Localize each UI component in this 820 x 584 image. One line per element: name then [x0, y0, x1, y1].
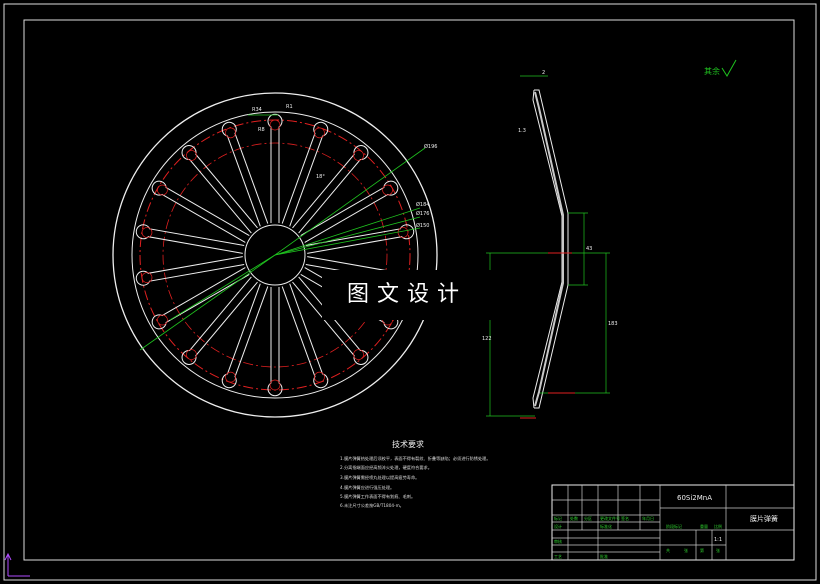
finger-slot	[300, 180, 399, 243]
dim-label: 2	[542, 70, 545, 76]
cell-label: 标准化	[600, 523, 612, 529]
cell-label: 共	[666, 547, 670, 553]
finger-slot	[221, 283, 269, 389]
dim-label: Ø150	[416, 222, 429, 229]
dim-label: R8	[258, 127, 265, 133]
cell-label: 签名	[621, 515, 629, 521]
outer-circle	[112, 92, 438, 418]
finger-slot	[151, 180, 250, 243]
slot-end-hole	[186, 349, 197, 360]
finger-slot	[267, 287, 283, 397]
cell-label: 更改文件号	[600, 515, 620, 521]
cell-label: 重量	[700, 523, 708, 529]
inner-border	[23, 19, 795, 561]
slot-end-hole	[186, 150, 197, 161]
profile-inner	[532, 89, 563, 409]
profile-section-fill	[534, 91, 564, 407]
finger-slot	[292, 276, 369, 365]
dim-label: 183	[608, 321, 618, 327]
finger-slot	[181, 145, 258, 234]
cell-label: 审核	[554, 538, 562, 544]
slot-end-hole	[314, 371, 325, 383]
scale-value: 1:1	[714, 537, 722, 543]
title-block: 60Si2MnA 膜片弹簧 1:1 标记 处数 分区 更改文件号 签名 年月日 …	[551, 484, 795, 561]
cell-label: 工艺	[554, 554, 562, 559]
slot-end-hole	[353, 150, 364, 161]
slot-end-hole	[225, 127, 236, 139]
cell-label: 年月日	[642, 515, 654, 521]
profile-outer	[534, 89, 569, 409]
roughness-symbol	[721, 59, 737, 77]
part-name: 膜片弹簧	[750, 514, 778, 523]
ucs-icon	[4, 552, 30, 577]
finger-slot	[221, 121, 269, 227]
roughness-note: 其余	[704, 59, 737, 77]
dim-label: R1	[286, 104, 293, 110]
finger-slot	[281, 121, 329, 227]
red-arrows	[520, 252, 575, 419]
title-block-frame	[551, 484, 795, 561]
title-block-grid	[552, 485, 794, 560]
slot-end-hole	[314, 127, 325, 139]
inner-rim-circle	[131, 111, 419, 399]
finger-slot	[267, 113, 283, 223]
slot-end-hole	[269, 119, 281, 131]
tech-item: 3.膜片弹簧需经喷丸处理以提高疲劳寿命。	[340, 474, 419, 481]
dim-label: 43	[586, 246, 592, 252]
side-dimension-labels: 2 1.3 43 122 183	[482, 70, 618, 342]
side-section-view: 2 1.3 43 122 183	[482, 70, 618, 419]
cell-label: 第	[700, 547, 704, 553]
tech-item: 1.膜片弹簧热处理后须校平，表面不得有裂纹、折叠等缺陷；必须进行防锈处理。	[340, 455, 491, 462]
cell-label: 处数	[570, 515, 578, 521]
tech-item: 2.分离指端面应经高频淬火处理，硬度符合要求。	[340, 464, 432, 471]
tech-item: 6.未注尺寸公差按GB/T1804-m。	[340, 502, 404, 509]
cell-label: 标记	[554, 515, 562, 521]
cell-label: 张	[716, 547, 720, 553]
slot-end-hole	[353, 349, 364, 360]
dim-label: 18°	[316, 174, 325, 180]
finger-slot	[151, 267, 250, 330]
outer-border	[3, 3, 817, 581]
slot-end-hole	[382, 184, 393, 196]
bore-circle	[244, 224, 306, 286]
dim-label: Ø176	[416, 210, 429, 217]
finger-slot	[305, 224, 415, 254]
finger-slot	[135, 224, 245, 254]
tech-item: 4.膜片弹簧应进行强压处理。	[340, 484, 394, 491]
green-leader-lines	[139, 114, 426, 351]
cell-label: 设计	[554, 523, 562, 529]
dim-label: 1.3	[518, 128, 526, 134]
finger-slot	[181, 276, 258, 365]
tech-requirements: 技术要求 1.膜片弹簧热处理后须校平，表面不得有裂纹、折叠等缺陷；必须进行防锈处…	[340, 439, 491, 509]
slot-end-hole	[225, 371, 236, 383]
front-dimension-labels: R34 R1 R8 Ø196 Ø184 Ø176 18° Ø150	[252, 104, 437, 229]
mid-circle-red	[162, 142, 388, 368]
title-cells: 标记 处数 分区 更改文件号 签名 年月日 设计 标准化 阶段标记 重量 比例 …	[554, 515, 722, 559]
slot-end-hole	[141, 272, 153, 283]
drawing-number: 60Si2MnA	[677, 494, 712, 502]
slot-end-hole	[141, 227, 153, 238]
front-view-diaphragm-spring: R34 R1 R8 Ø196 Ø184 Ø176 18° Ø150	[112, 92, 438, 418]
tech-item: 5.膜片弹簧工作表面不得有划痕、毛刺。	[340, 493, 415, 500]
roughness-text: 其余	[704, 66, 720, 76]
cell-label: 比例	[714, 523, 722, 529]
slot-end-hole	[157, 314, 168, 326]
slot-end-hole	[157, 184, 168, 196]
finger-slot	[135, 256, 245, 286]
dim-label: Ø196	[424, 143, 437, 150]
finger-slot	[281, 283, 329, 389]
cell-label: 张	[684, 547, 688, 553]
slot-end-hole	[397, 227, 409, 238]
dim-label: R34	[252, 107, 262, 113]
tech-requirements-title: 技术要求	[392, 439, 424, 449]
dim-label: 122	[482, 336, 492, 342]
watermark-label: 图文设计	[322, 270, 492, 320]
slot-end-hole	[269, 379, 281, 391]
cell-label: 批准	[600, 553, 608, 559]
finger-slot	[292, 145, 369, 234]
dim-label: Ø184	[416, 201, 429, 208]
cell-label: 分区	[584, 515, 592, 521]
cell-label: 阶段标记	[666, 523, 682, 529]
